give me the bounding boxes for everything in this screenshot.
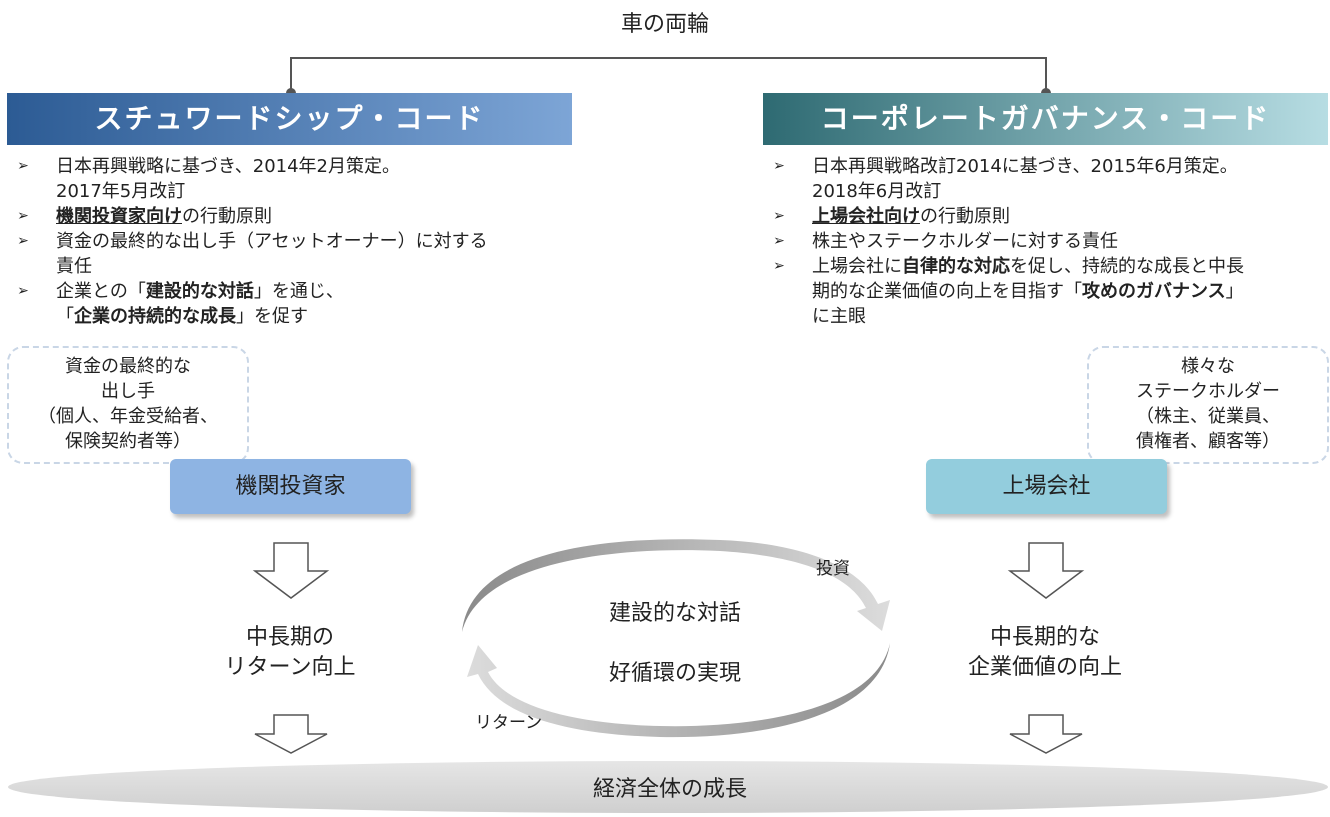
item-text: 」を通じ、 (253, 281, 344, 302)
item-text: 上場会社に (812, 256, 902, 277)
item-text: の行動原則 (920, 206, 1010, 227)
return-label: リターン (475, 713, 543, 733)
stakeholder-box: 様々な ステークホルダー （株主、従業員、 債権者、顧客等） (1087, 346, 1329, 464)
list-item: ➢ 株主やステークホルダーに対する責任 (770, 229, 1315, 254)
item-text: の行動原則 (182, 206, 272, 227)
bullet-arrow-icon: ➢ (773, 258, 785, 274)
investor-result: 中長期の リターン向上 (160, 623, 420, 683)
bullet-arrow-icon: ➢ (17, 233, 29, 249)
result-line: 企業価値の向上 (967, 655, 1122, 680)
box-line: 出し手 (101, 381, 155, 402)
bullet-arrow-icon: ➢ (17, 158, 29, 174)
governance-code-list: ➢ 日本再興戦略改訂2014に基づき、2015年6月策定。 2018年6月改訂 … (770, 154, 1315, 329)
item-text: 資金の最終的な出し手（アセットオーナー）に対する (56, 231, 488, 252)
item-text: 日本再興戦略改訂2014に基づき、2015年6月策定。 (812, 156, 1238, 177)
cycle-label-virtuous: 好循環の実現 (608, 661, 741, 686)
item-text: 2018年6月改訂 (812, 181, 942, 202)
item-text: 2017年5月改訂 (56, 181, 186, 202)
list-item: ➢ 上場会社に自律的な対応を促し、持続的な成長と中長 期的な企業価値の向上を目指… (770, 254, 1315, 329)
listed-company-box: 上場会社 (926, 459, 1167, 514)
bullet-arrow-icon: ➢ (773, 233, 785, 249)
list-item: ➢ 資金の最終的な出し手（アセットオーナー）に対する 責任 (14, 229, 564, 279)
item-text: 」を促す (236, 306, 308, 327)
result-line: リターン向上 (224, 655, 356, 680)
list-item: ➢ 企業との「建設的な対話」を通じ、 「企業の持続的な成長」を促す (14, 279, 564, 329)
institutional-investor-box: 機関投資家 (170, 459, 411, 514)
box-line: 様々な (1181, 356, 1235, 377)
box-line: 保険契約者等） (65, 431, 191, 452)
bullet-arrow-icon: ➢ (773, 208, 785, 224)
box-line: （株主、従業員、 (1136, 406, 1280, 427)
item-emphasis: 機関投資家向け (56, 206, 182, 227)
item-text: 」 (1225, 281, 1244, 302)
item-text: 企業との「 (56, 281, 146, 302)
item-text: 責任 (56, 256, 92, 277)
item-text: を促し、持続的な成長と中長 (1010, 256, 1244, 277)
economy-ground (8, 761, 1328, 813)
item-emphasis: 建設的な対話 (145, 281, 254, 302)
down-arrow-left-1 (252, 542, 330, 599)
down-arrow-right-1 (1007, 542, 1085, 599)
down-arrow-right-2 (1009, 714, 1083, 754)
connector-bracket (290, 57, 1047, 93)
fund-provider-box: 資金の最終的な 出し手 （個人、年金受給者、 保険契約者等） (7, 346, 249, 464)
bullet-arrow-icon: ➢ (17, 208, 29, 224)
list-item: ➢ 上場会社向けの行動原則 (770, 204, 1315, 229)
box-line: 債権者、顧客等） (1136, 431, 1280, 452)
top-title: 車の両輪 (620, 12, 709, 37)
stewardship-code-banner: スチュワードシップ・コード (7, 93, 572, 145)
bullet-arrow-icon: ➢ (17, 283, 29, 299)
item-text: 日本再興戦略に基づき、2014年2月策定。 (56, 156, 400, 177)
list-item: ➢ 日本再興戦略に基づき、2014年2月策定。 2017年5月改訂 (14, 154, 564, 204)
down-arrow-left-2 (254, 714, 328, 754)
list-item: ➢ 機関投資家向けの行動原則 (14, 204, 564, 229)
governance-code-banner: コーポレートガバナンス・コード (763, 93, 1328, 145)
invest-label: 投資 (816, 559, 850, 579)
item-text: 株主やステークホルダーに対する責任 (812, 231, 1118, 252)
cycle-label-dialogue: 建設的な対話 (608, 601, 741, 626)
box-line: （個人、年金受給者、 (38, 406, 218, 427)
result-line: 中長期の (245, 625, 334, 650)
item-emphasis: 企業の持続的な成長 (74, 306, 236, 327)
economy-growth-label: 経済全体の成長 (592, 777, 747, 802)
item-text: に主眼 (812, 306, 866, 327)
company-result: 中長期的な 企業価値の向上 (910, 623, 1180, 683)
item-text: 「 (56, 306, 74, 327)
item-emphasis: 自律的な対応 (902, 256, 1010, 277)
box-line: ステークホルダー (1136, 381, 1280, 402)
item-text: 期的な企業価値の向上を目指す「 (812, 281, 1082, 302)
item-emphasis: 上場会社向け (812, 206, 920, 227)
box-line: 資金の最終的な (65, 356, 191, 377)
result-line: 中長期的な (989, 625, 1100, 650)
item-emphasis: 攻めのガバナンス (1082, 281, 1226, 302)
bullet-arrow-icon: ➢ (773, 158, 785, 174)
stewardship-code-list: ➢ 日本再興戦略に基づき、2014年2月策定。 2017年5月改訂 ➢ 機関投資… (14, 154, 564, 329)
list-item: ➢ 日本再興戦略改訂2014に基づき、2015年6月策定。 2018年6月改訂 (770, 154, 1315, 204)
